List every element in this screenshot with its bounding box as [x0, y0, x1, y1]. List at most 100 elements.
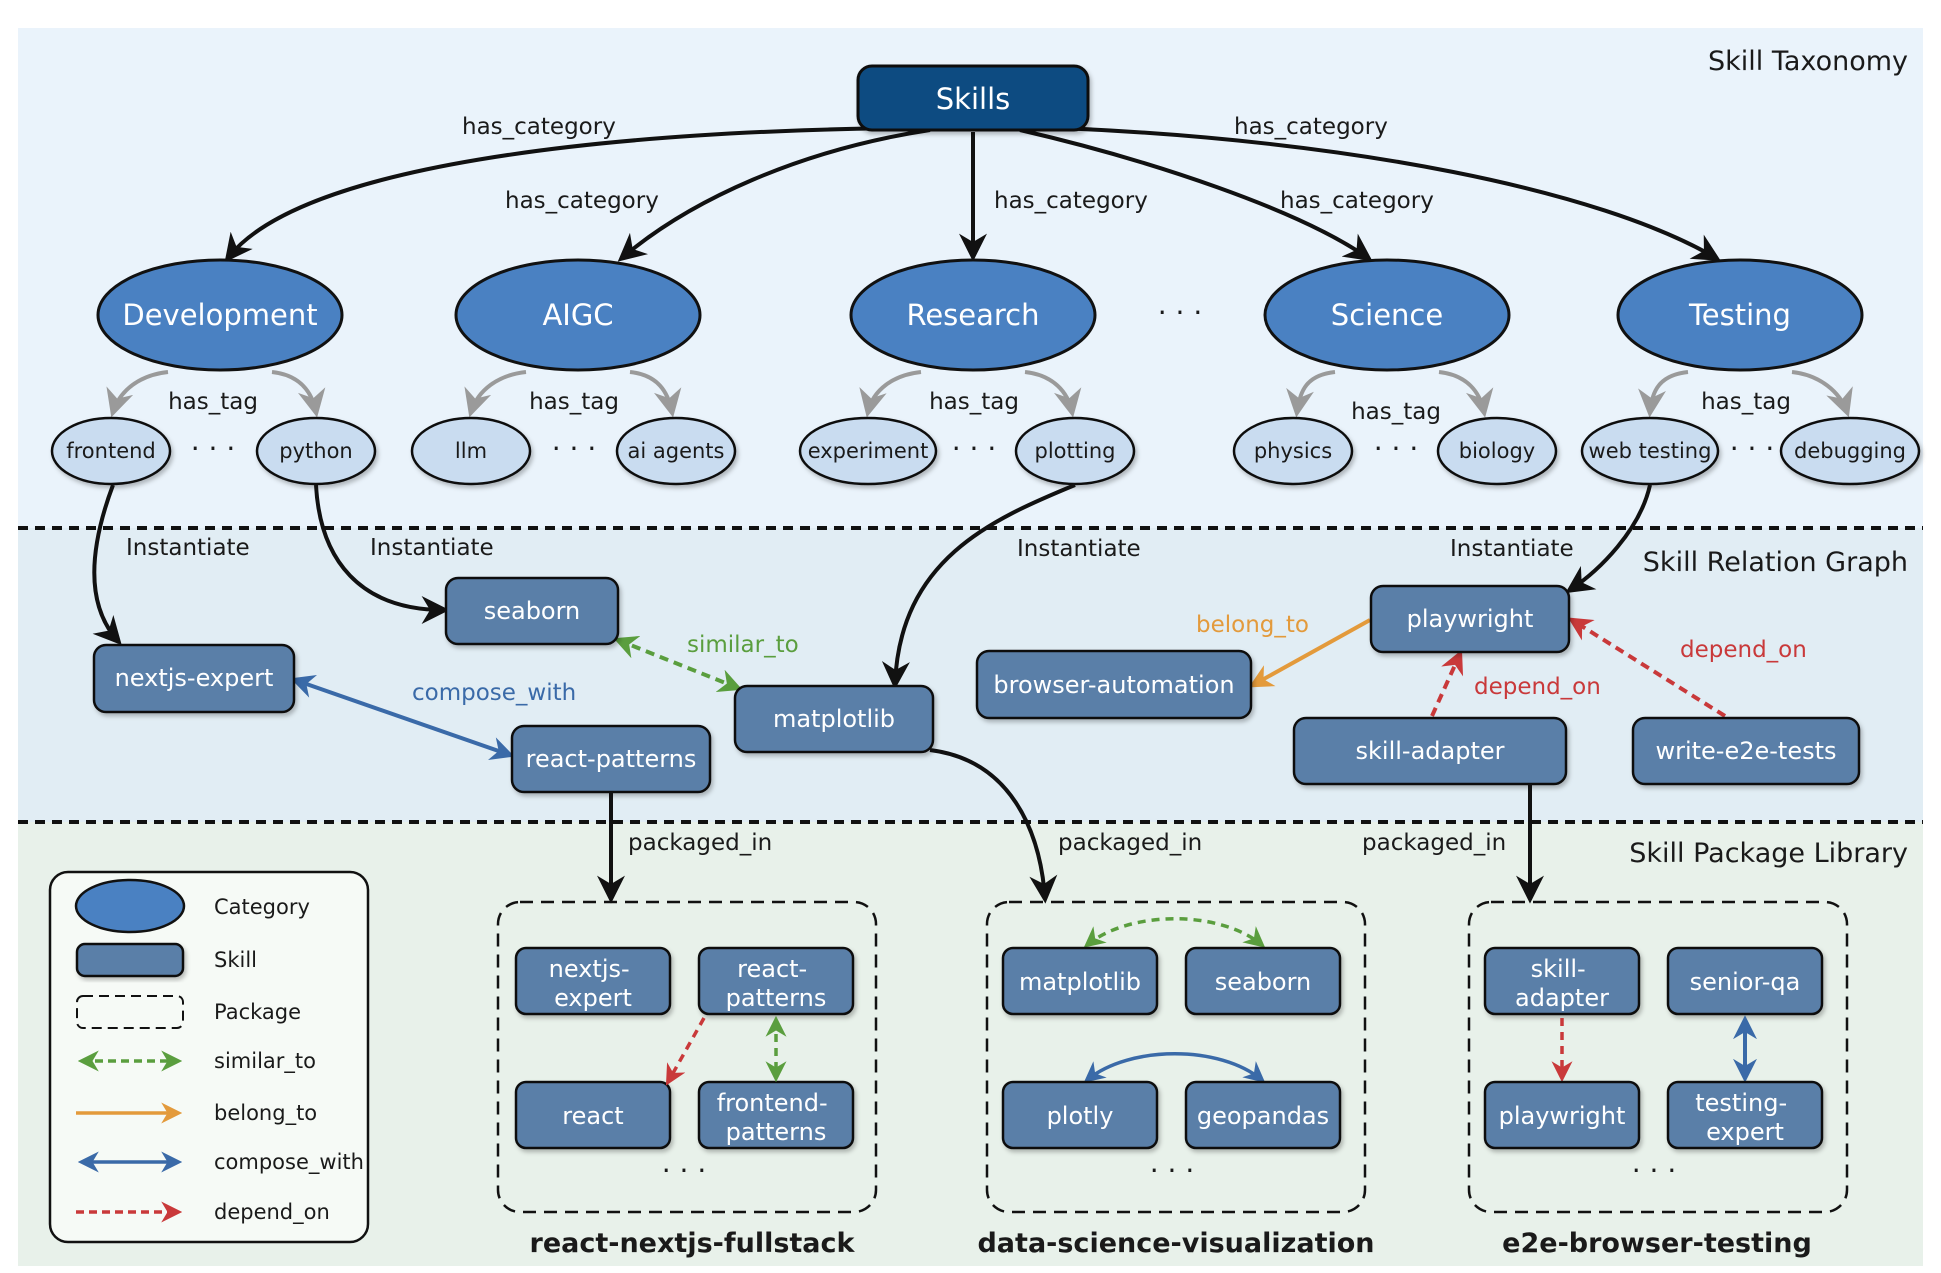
tag-frontend-label: frontend: [66, 439, 156, 463]
tag-plotting[interactable]: plotting: [1014, 416, 1136, 486]
has-category-edges: [224, 126, 1721, 263]
packaged-in-label-2: packaged_in: [1058, 830, 1202, 856]
svg-text:react- patterns: react- patterns: [726, 955, 827, 1012]
pkg1-skill-react-patterns[interactable]: react- patterns: [697, 946, 855, 1016]
pkg3-skill-4-line-1: testing-: [1695, 1089, 1787, 1117]
skills-root-node[interactable]: Skills: [856, 64, 1090, 132]
skill-write-e2e-tests-label: write-e2e-tests: [1655, 737, 1836, 765]
category-science-label: Science: [1331, 298, 1443, 332]
skill-write-e2e-tests[interactable]: write-e2e-tests: [1631, 716, 1861, 786]
pkg2-skill-plotly[interactable]: plotly: [1001, 1080, 1159, 1150]
legend-belong-to-label: belong_to: [214, 1101, 317, 1126]
pkg2-skill-matplotlib[interactable]: matplotlib: [1001, 946, 1159, 1016]
instantiate-label-3: Instantiate: [1017, 536, 1141, 562]
packaged-in-label-3: packaged_in: [1362, 830, 1506, 856]
pkg1-ellipsis: · · ·: [662, 1154, 707, 1187]
skill-seaborn[interactable]: seaborn: [444, 576, 620, 646]
tag-ellipsis-5: · · ·: [1730, 432, 1775, 465]
pkg1-skill-2-line-2: patterns: [726, 984, 827, 1012]
category-testing[interactable]: Testing: [1616, 258, 1864, 372]
instantiate-label-4: Instantiate: [1450, 536, 1574, 562]
category-research[interactable]: Research: [849, 258, 1097, 372]
skill-matplotlib[interactable]: matplotlib: [733, 684, 935, 754]
pkg1-skill-nextjs-expert[interactable]: nextjs- expert: [514, 946, 672, 1016]
pkg3-skill-playwright[interactable]: playwright: [1483, 1080, 1641, 1150]
tag-llm[interactable]: llm: [410, 416, 532, 486]
category-development-label: Development: [122, 298, 317, 332]
legend-category-swatch: [74, 878, 186, 934]
skill-playwright[interactable]: playwright: [1369, 584, 1571, 654]
pkg2-skill-seaborn[interactable]: seaborn: [1184, 946, 1342, 1016]
category-development[interactable]: Development: [96, 258, 344, 372]
svg-text:frontend- patterns: frontend- patterns: [717, 1089, 836, 1146]
has-tag-label-2: has_tag: [529, 389, 619, 415]
has-tag-edges: [106, 370, 1853, 418]
tag-ai-agents[interactable]: ai agents: [615, 416, 737, 486]
category-ellipsis: · · ·: [1158, 296, 1203, 329]
pkg3-skill-4-line-2: expert: [1706, 1118, 1784, 1146]
compose-with-edge: [290, 674, 515, 761]
tag-ellipsis-2: · · ·: [552, 432, 597, 465]
pkg3-skill-testing-expert[interactable]: testing- expert: [1666, 1080, 1824, 1150]
tag-python-label: python: [279, 439, 352, 463]
pkg3-skill-2-label: senior-qa: [1690, 968, 1801, 996]
tag-ai-agents-label: ai agents: [628, 439, 725, 463]
pkg1-skill-4-line-2: patterns: [726, 1118, 827, 1146]
skill-browser-automation-label: browser-automation: [993, 671, 1234, 699]
skill-nextjs-expert[interactable]: nextjs-expert: [92, 643, 296, 714]
section-title-relation: Skill Relation Graph: [1643, 547, 1908, 578]
tag-physics[interactable]: physics: [1232, 416, 1354, 486]
skill-matplotlib-label: matplotlib: [773, 705, 895, 733]
pkg3-skill-1-line-2: adapter: [1515, 984, 1609, 1012]
depend-on-label-1: depend_on: [1474, 674, 1601, 700]
tag-debugging-label: debugging: [1794, 439, 1906, 463]
pkg1-depend-on-edge: [665, 1017, 706, 1086]
category-aigc[interactable]: AIGC: [454, 258, 702, 372]
instantiate-label-2: Instantiate: [370, 535, 494, 561]
pkg1-skill-frontend-patterns[interactable]: frontend- patterns: [697, 1080, 855, 1150]
skill-browser-automation[interactable]: browser-automation: [975, 649, 1253, 720]
has-tag-label-1: has_tag: [168, 389, 258, 415]
category-testing-label: Testing: [1688, 298, 1791, 332]
tag-biology[interactable]: biology: [1436, 416, 1558, 486]
tag-frontend[interactable]: frontend: [50, 416, 172, 486]
pkg1-skill-react[interactable]: react: [514, 1080, 672, 1150]
section-title-package: Skill Package Library: [1629, 838, 1908, 869]
svg-text:nextjs- expert: nextjs- expert: [549, 955, 638, 1012]
pkg2-skill-3-label: plotly: [1047, 1102, 1114, 1130]
pkg1-skill-4-line-1: frontend-: [717, 1089, 828, 1117]
has-tag-label-3: has_tag: [929, 389, 1019, 415]
pkg3-skill-skill-adapter[interactable]: skill- adapter: [1483, 946, 1641, 1016]
pkg1-skill-1-line-2: expert: [554, 984, 632, 1012]
legend-depend-on-label: depend_on: [214, 1200, 330, 1225]
packaged-in-label-1: packaged_in: [628, 830, 772, 856]
category-science[interactable]: Science: [1263, 258, 1511, 372]
legend-skill-label: Skill: [214, 948, 257, 972]
svg-text:skill- adapter: skill- adapter: [1515, 955, 1609, 1012]
tag-experiment[interactable]: experiment: [798, 416, 938, 486]
skill-skill-adapter[interactable]: skill-adapter: [1292, 716, 1568, 786]
skills-root-label: Skills: [936, 82, 1010, 116]
depend-on-edge-2: [1567, 617, 1727, 718]
skill-react-patterns[interactable]: react-patterns: [510, 724, 712, 794]
legend-similar-to-label: similar_to: [214, 1049, 316, 1074]
pkg3-skill-senior-qa[interactable]: senior-qa: [1666, 946, 1824, 1016]
has-category-label-3: has_category: [994, 188, 1148, 214]
legend-category-label: Category: [214, 895, 310, 919]
tag-ellipsis-3: · · ·: [952, 432, 997, 465]
pkg2-skill-geopandas[interactable]: geopandas: [1184, 1080, 1342, 1150]
package-name-3: e2e-browser-testing: [1502, 1228, 1812, 1259]
package-e2e-browser-testing[interactable]: skill- adapter senior-qa playwright test…: [1467, 900, 1849, 1214]
category-research-label: Research: [906, 298, 1039, 332]
tag-web-testing[interactable]: web testing: [1580, 416, 1720, 486]
tag-biology-label: biology: [1459, 439, 1535, 463]
pkg2-skill-4-label: geopandas: [1197, 1102, 1329, 1130]
pkg1-skill-2-line-1: react-: [737, 955, 807, 983]
similar-to-edge: [613, 635, 743, 693]
tag-python[interactable]: python: [255, 416, 377, 486]
tag-debugging[interactable]: debugging: [1779, 416, 1921, 486]
package-react-nextjs-fullstack[interactable]: nextjs- expert react- patterns react fro…: [496, 900, 878, 1214]
package-data-science-visualization[interactable]: matplotlib seaborn plotly geopandas · · …: [985, 900, 1367, 1214]
pkg2-skill-1-label: matplotlib: [1019, 968, 1141, 996]
